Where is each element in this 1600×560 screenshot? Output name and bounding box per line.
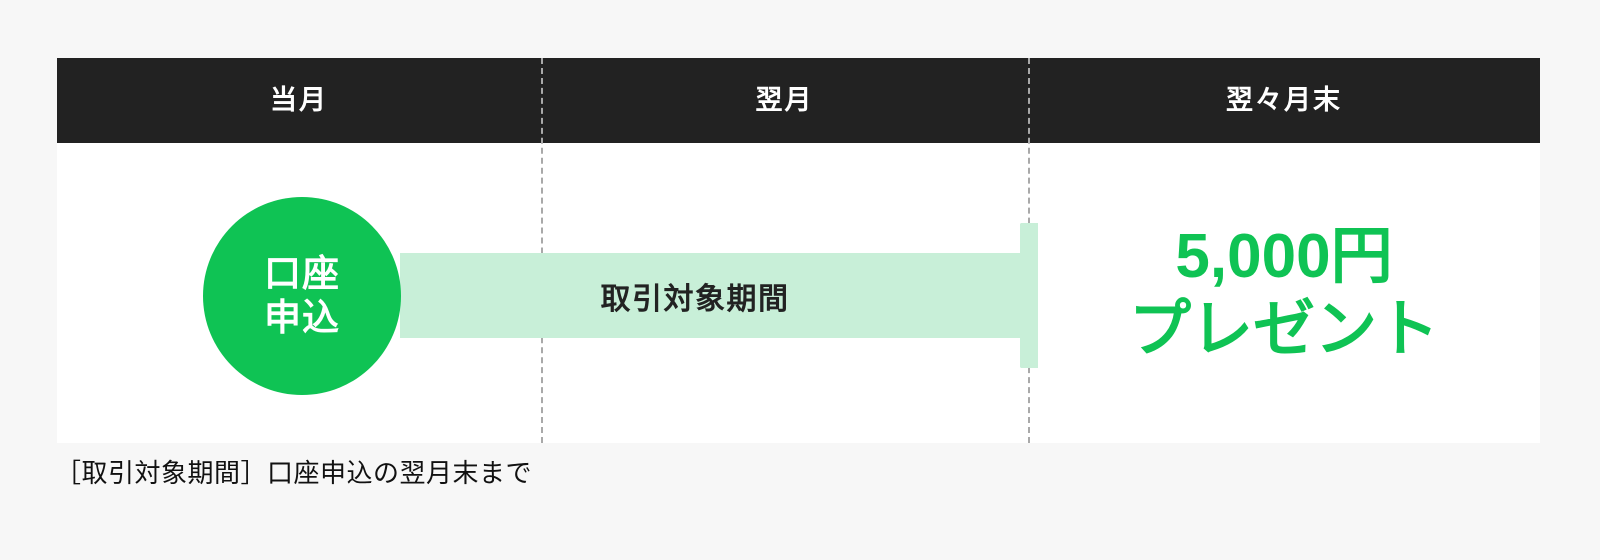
timeline-header-month-after-next-end: 翌々月末 [1028, 58, 1540, 143]
timeline-header-row: 当月 翌月 翌々月末 [57, 58, 1540, 143]
prize-amount: 5,000円 [1175, 221, 1393, 291]
timeline-header-current-month: 当月 [57, 58, 541, 143]
timeline-header-label: 翌月 [755, 85, 814, 115]
right-arrow-icon [400, 223, 1038, 368]
prize-block: 5,000円 プレゼント [1028, 143, 1540, 443]
timeline-header-label: 当月 [270, 85, 328, 115]
timeline-header-next-month: 翌月 [541, 58, 1028, 143]
account-application-badge: 口座 申込 [203, 197, 401, 395]
qualifying-period-caption: ［取引対象期間］口座申込の翌月末まで [55, 458, 533, 488]
timeline-header-label: 翌々月末 [1226, 85, 1342, 115]
account-application-line-1: 口座 [264, 253, 340, 295]
account-application-line-2: 申込 [264, 297, 340, 338]
prize-present-label: プレゼント [1128, 295, 1439, 364]
column-divider-1 [541, 58, 543, 443]
campaign-timeline-panel: 当月 翌月 翌々月末 口座 申込 取引対象期間 5,000円 プレゼント [57, 58, 1540, 443]
